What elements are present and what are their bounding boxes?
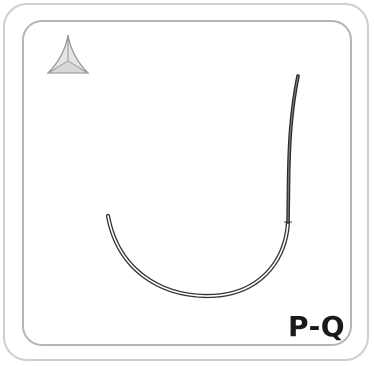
triangular-point-icon: [46, 34, 90, 74]
needle-card-inner: [22, 20, 352, 346]
needle-code-label: P-Q: [288, 310, 345, 343]
